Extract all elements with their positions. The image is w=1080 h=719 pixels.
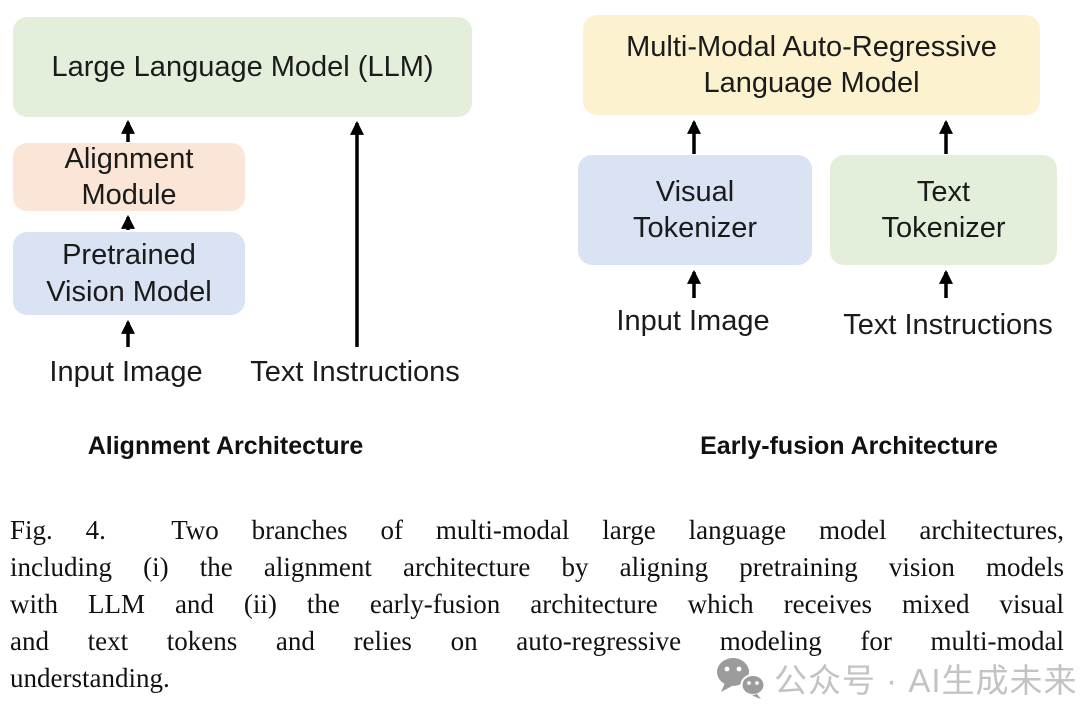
input-image-label-left: Input Image — [49, 356, 203, 388]
caption-line: and text tokens and relies on auto-regre… — [10, 626, 1064, 656]
caption-line: with LLM and (ii) the early-fusion archi… — [10, 589, 1064, 619]
multimodal-model-box: Multi-Modal Auto-Regressive Language Mod… — [583, 15, 1040, 115]
caption-line: Fig. 4. Two branches of multi-modal larg… — [10, 515, 1064, 545]
text-instructions-label-right: Text Instructions — [843, 309, 1053, 341]
figure-caption: Fig. 4. Two branches of multi-modal larg… — [10, 512, 1064, 697]
text-instructions-label-left: Text Instructions — [250, 356, 460, 388]
pretrained-vision-model-box: Pretrained Vision Model — [13, 232, 245, 315]
watermark: 公众号 · AI生成未来 — [716, 654, 1078, 702]
watermark-text: 公众号 · AI生成未来 — [774, 662, 1078, 699]
alignment-architecture-title: Alignment Architecture — [87, 432, 364, 460]
caption-line: including (i) the alignment architecture… — [10, 552, 1064, 582]
wechat-icon — [717, 658, 766, 699]
llm-box: Large Language Model (LLM) — [13, 17, 472, 117]
input-image-label-right: Input Image — [616, 305, 770, 337]
alignment-module-box: Alignment Module — [13, 143, 245, 211]
visual-tokenizer-box: Visual Tokenizer — [578, 155, 812, 265]
early-fusion-architecture-title: Early-fusion Architecture — [700, 432, 998, 460]
caption-line: understanding. — [10, 663, 170, 693]
text-tokenizer-box: Text Tokenizer — [830, 155, 1057, 265]
